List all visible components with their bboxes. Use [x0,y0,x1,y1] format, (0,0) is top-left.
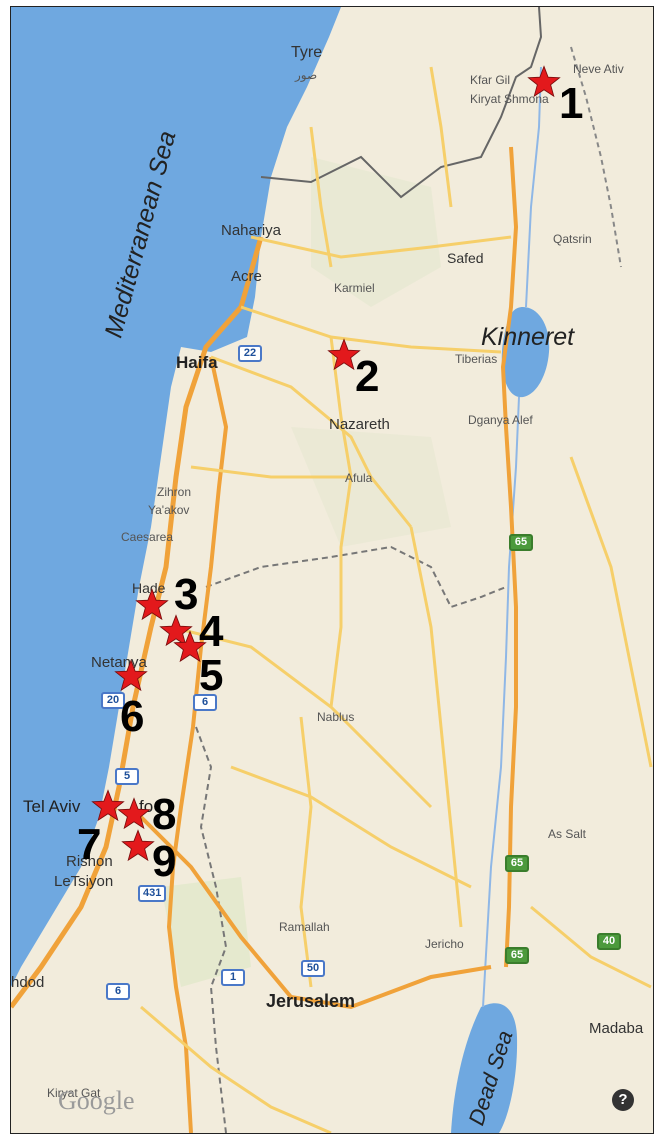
label-ramallah: Ramallah [279,920,330,934]
label-qatsrin: Qatsrin [553,232,592,246]
marker-star-9[interactable] [121,829,155,863]
label-nahariya: Nahariya [221,222,282,239]
marker-label-9: 9 [152,837,177,886]
road-shield-1: 1 [221,969,245,986]
label-kiryat-shmona: Kiryat Shmona [470,92,549,106]
coastal-highway [11,236,264,1009]
marker-star-2[interactable] [327,338,361,372]
marker-label-3: 3 [174,570,199,619]
marker-label-4: 4 [199,607,224,656]
label-zihron: Zihron [157,485,192,499]
road-shield-65a: 65 [509,534,533,551]
label-tyre: Tyre [291,44,323,61]
road-shield-65c: 65 [505,947,529,964]
marker-star-8[interactable] [117,797,151,831]
label-tyre-arabic: صور [295,68,318,82]
label-tel-aviv: Tel Aviv [23,797,81,816]
label-caesarea: Caesarea [121,530,174,544]
marker-star-4[interactable] [159,614,193,648]
road-shield-50: 50 [301,960,325,977]
label-neve-ativ: Neve Ativ [573,62,624,76]
map-base [11,7,653,1133]
label-acre: Acre [231,268,262,285]
marker-star-7[interactable] [91,789,125,823]
label-karmiel: Karmiel [334,281,375,295]
marker-label-7: 7 [77,820,102,869]
road-shield-6a: 6 [193,694,217,711]
label-hadera: Hade [132,580,166,596]
label-jerusalem: Jerusalem [266,991,356,1011]
marker-label-6: 6 [120,692,145,741]
road-shield-5: 5 [115,768,139,785]
marker-star-5[interactable] [173,630,207,664]
road-shield-22: 22 [238,345,262,362]
dead-sea [451,1003,518,1133]
label-kinneret: Kinneret [481,323,575,351]
label-as-salt: As Salt [548,827,587,841]
marker-label-1: 1 [559,79,584,128]
label-tiberias: Tiberias [455,352,498,366]
label-rishon: Rishon [66,853,113,870]
road-shield-431: 431 [138,885,167,902]
road-shield-65b: 65 [505,855,529,872]
map-canvas[interactable]: Mediterranean Sea Kinneret Dead Sea Tyre… [10,6,654,1134]
marker-star-3[interactable] [135,588,169,622]
label-letsiyon: LeTsiyon [54,873,114,890]
label-afula: Afula [345,471,373,485]
label-dganya: Dganya Alef [468,413,533,427]
road-shield-40: 40 [597,933,621,950]
marker-label-5: 5 [199,651,224,700]
label-kfar-giladi: Kfar Gil [470,73,511,87]
label-jericho: Jericho [425,937,464,951]
marker-star-1[interactable] [527,65,561,99]
label-madaba: Madaba [589,1020,644,1037]
label-yaakov: Ya'akov [148,503,190,517]
kinneret-lake [501,307,550,398]
label-nazareth: Nazareth [329,416,390,433]
help-icon[interactable]: ? [612,1089,634,1111]
marker-label-2: 2 [355,352,380,401]
label-safed: Safed [447,250,484,266]
google-logo: Google [58,1086,135,1115]
label-nablus: Nablus [317,710,355,724]
road-shield-6b: 6 [106,983,130,1000]
marker-label-8: 8 [152,790,177,839]
label-ashdod: hdod [11,974,45,991]
label-kiryat-gat: Kiryat Gat [47,1086,101,1100]
marker-star-6[interactable] [114,659,148,693]
label-haifa: Haifa [176,353,218,372]
road-shield-20: 20 [101,692,125,709]
